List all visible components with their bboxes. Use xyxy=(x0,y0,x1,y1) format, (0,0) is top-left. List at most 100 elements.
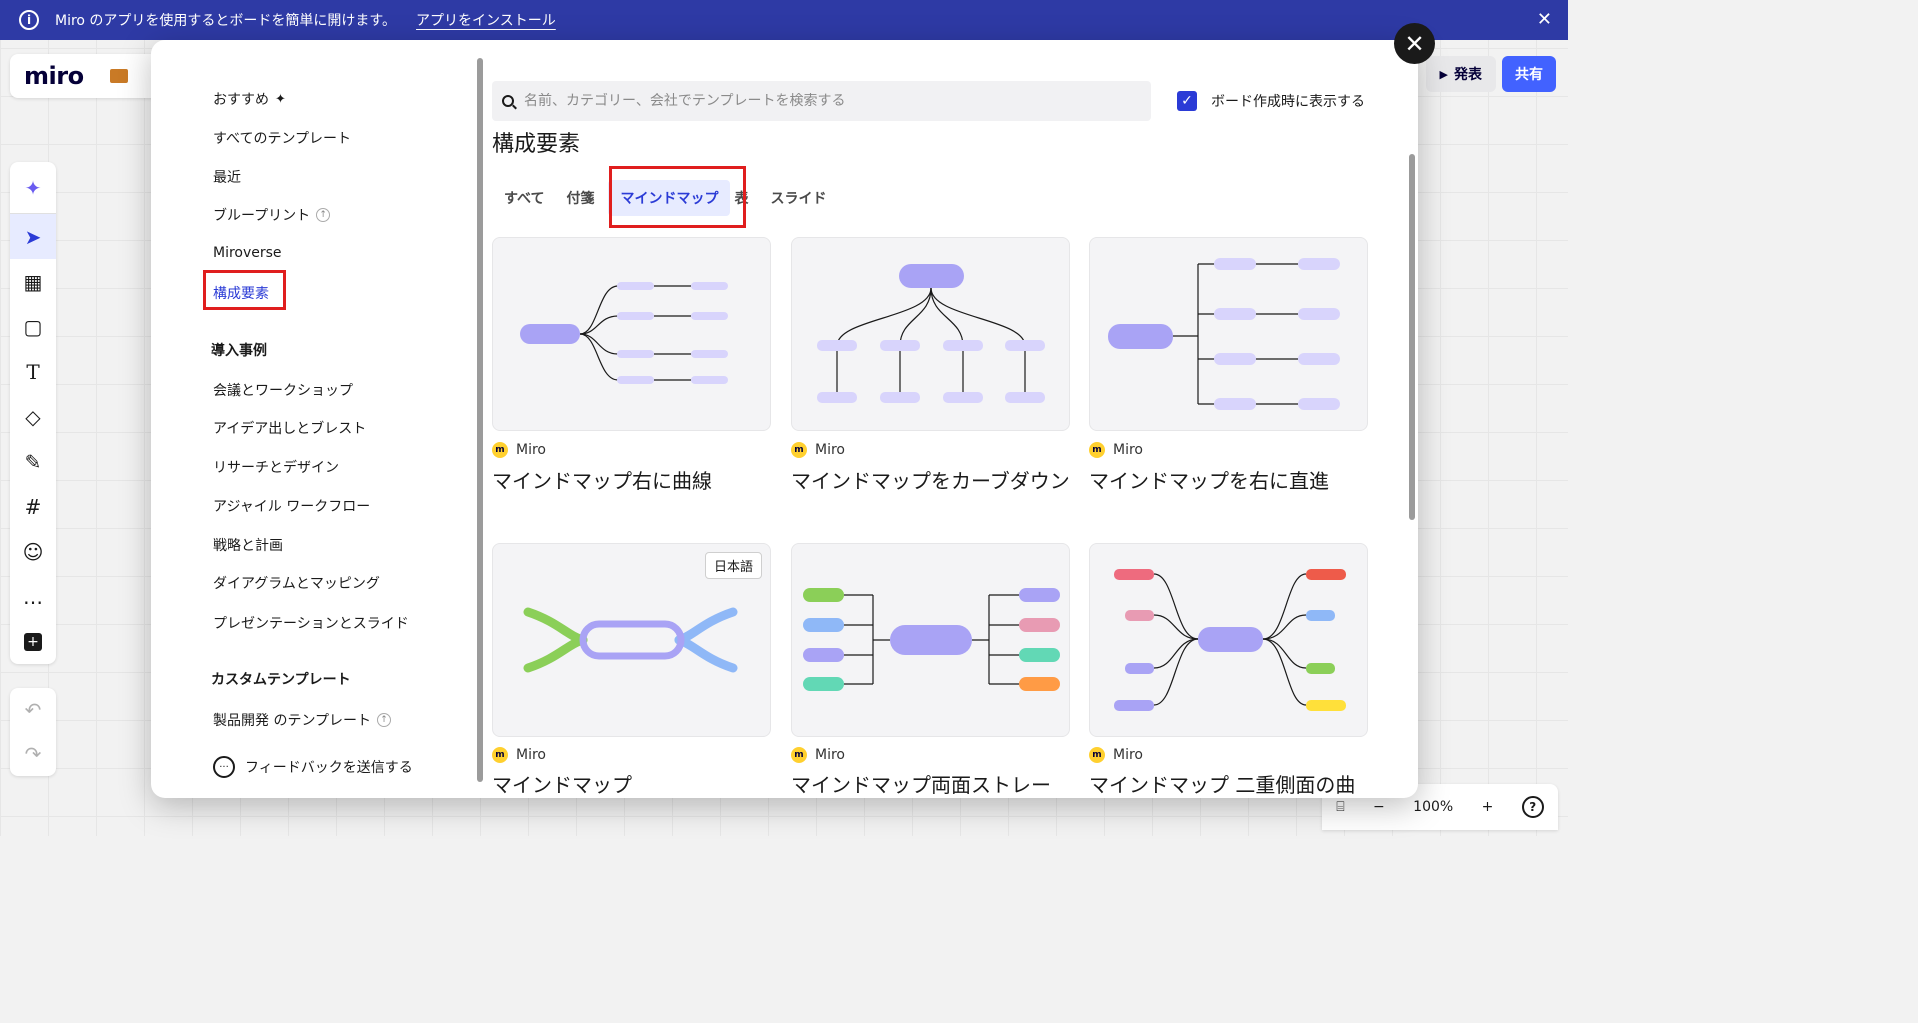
card-title[interactable]: マインドマップ 二重側面の曲 xyxy=(1089,773,1356,797)
zoom-out-icon[interactable]: − xyxy=(1373,799,1385,815)
template-card-1[interactable] xyxy=(492,237,771,431)
tab-slides[interactable]: スライド xyxy=(770,191,827,207)
mind-map-both-sides-straight-preview xyxy=(803,588,1060,691)
card-author-name: Miro xyxy=(1113,442,1143,458)
card-title[interactable]: マインドマップ xyxy=(492,773,632,797)
card-title[interactable]: マインドマップ右に曲線 xyxy=(492,469,712,493)
topbar-actions: ▶発表 共有 xyxy=(1425,56,1556,92)
pen-icon[interactable]: ✎ xyxy=(24,449,42,474)
feedback-link[interactable]: ··· フィードバックを送信する xyxy=(213,756,413,778)
card-author-name: Miro xyxy=(1113,747,1143,763)
miro-author-icon: m xyxy=(1089,747,1105,763)
mind-map-double-sided-curve-preview xyxy=(1114,569,1346,711)
card-author: m Miro xyxy=(1089,442,1143,458)
card-title[interactable]: マインドマップを右に直進 xyxy=(1089,469,1329,493)
miro-author-icon: m xyxy=(1089,442,1105,458)
redo-icon[interactable]: ↷ xyxy=(24,742,42,766)
sidebar-item-brainstorm[interactable]: アイデア出しとブレスト xyxy=(213,421,367,437)
mind-map-straight-right-preview xyxy=(1108,258,1340,410)
modal-close-button[interactable]: ✕ xyxy=(1394,23,1435,64)
sidebar-item-blueprint[interactable]: ブループリント ↑ xyxy=(213,205,331,225)
checkbox-checked-icon[interactable]: ✓ xyxy=(1177,91,1197,111)
sidebar-scrollbar[interactable] xyxy=(477,46,483,794)
templates-icon[interactable]: ▦ xyxy=(23,269,43,294)
install-app-link[interactable]: アプリをインストール xyxy=(416,13,556,29)
zoom-level[interactable]: 100% xyxy=(1413,799,1454,815)
highlight-box-sidebar xyxy=(203,270,286,310)
banner-close-icon[interactable]: ✕ xyxy=(1536,9,1552,30)
search-icon xyxy=(502,95,514,107)
sidebar-item-all-templates[interactable]: すべてのテンプレート xyxy=(213,131,352,147)
miro-author-icon: m xyxy=(492,747,508,763)
sidebar-item-diagrams[interactable]: ダイアグラムとマッピング xyxy=(213,576,380,592)
sidebar-item-product-dev[interactable]: 製品開発 のテンプレート ↑ xyxy=(213,710,392,730)
card-author-name: Miro xyxy=(815,442,845,458)
present-button[interactable]: ▶発表 xyxy=(1425,56,1496,92)
main-scrollbar[interactable] xyxy=(1409,150,1415,520)
text-icon[interactable]: T xyxy=(26,359,40,384)
language-badge: 日本語 xyxy=(704,552,762,579)
miro-author-icon: m xyxy=(791,747,807,763)
shapes-icon[interactable]: ◇ xyxy=(25,404,41,429)
sidebar-item-strategy[interactable]: 戦略と計画 xyxy=(213,538,283,554)
left-toolbar: ✦ ➤ ▦ ▢ T ◇ ✎ # ☺ … + xyxy=(10,162,56,664)
sidebar-item-label: ブループリント xyxy=(213,208,311,224)
sidebar-item-miroverse[interactable]: Miroverse xyxy=(213,245,282,261)
card-author: m Miro xyxy=(492,442,546,458)
add-more-icon[interactable]: + xyxy=(10,619,56,664)
sidebar-item-agile[interactable]: アジャイル ワークフロー xyxy=(213,499,371,515)
banner-message: Miro のアプリを使用するとボードを簡単に開けます。 xyxy=(55,13,397,29)
sticker-icon[interactable]: ☺ xyxy=(22,539,44,564)
show-on-create-option[interactable]: ✓ ボード作成時に表示する xyxy=(1177,91,1365,111)
template-card-4[interactable]: 日本語 xyxy=(492,543,771,737)
frame-icon[interactable]: # xyxy=(24,494,42,519)
sidebar-item-label: 製品開発 のテンプレート xyxy=(213,713,372,729)
miro-logo[interactable]: miro xyxy=(24,62,84,90)
template-card-5[interactable] xyxy=(791,543,1070,737)
folder-icon[interactable] xyxy=(109,69,128,83)
template-card-6[interactable] xyxy=(1089,543,1368,737)
upgrade-icon: ↑ xyxy=(377,713,392,727)
card-title[interactable]: マインドマップ両面ストレー xyxy=(791,773,1051,797)
tab-mind-map[interactable]: マインドマップ xyxy=(608,180,731,216)
sticky-note-icon[interactable]: ▢ xyxy=(23,314,43,339)
card-author: m Miro xyxy=(791,747,845,763)
mind-map-bilateral-preview xyxy=(523,607,738,673)
undo-icon[interactable]: ↶ xyxy=(24,698,42,722)
template-sidebar: おすすめ ✦ すべてのテンプレート 最近 ブループリント ↑ Miroverse… xyxy=(151,40,473,798)
section-heading-cases: 導入事例 xyxy=(211,343,267,359)
sidebar-item-meetings[interactable]: 会議とワークショップ xyxy=(213,383,353,399)
highlight-box-tab xyxy=(609,166,746,228)
ai-sparkle-icon[interactable]: ✦ xyxy=(10,162,56,214)
tab-all[interactable]: すべて xyxy=(504,191,545,207)
info-icon: i xyxy=(19,10,39,30)
comment-icon[interactable]: … xyxy=(23,584,43,609)
app-install-banner: i Miro のアプリを使用するとボードを簡単に開けます。 アプリをインストール… xyxy=(0,0,1568,40)
tab-sticky-notes[interactable]: 付箋 xyxy=(566,191,595,207)
sidebar-item-research[interactable]: リサーチとデザイン xyxy=(213,460,339,476)
help-icon[interactable]: ? xyxy=(1521,796,1544,818)
sidebar-item-building-blocks[interactable]: 構成要素 xyxy=(213,286,269,302)
select-cursor-icon[interactable]: ➤ xyxy=(10,214,56,259)
page-title: 構成要素 xyxy=(492,132,581,157)
card-author-name: Miro xyxy=(815,747,845,763)
miro-author-icon: m xyxy=(492,442,508,458)
undo-redo-bar: ↶ ↷ xyxy=(10,688,56,776)
section-heading-custom: カスタムテンプレート xyxy=(211,672,351,688)
template-card-3[interactable] xyxy=(1089,237,1368,431)
mind-map-right-curve-preview xyxy=(520,282,728,384)
sidebar-item-recommended[interactable]: おすすめ ✦ xyxy=(213,89,286,109)
template-search xyxy=(492,81,1151,121)
sidebar-item-recent[interactable]: 最近 xyxy=(213,170,241,186)
search-input[interactable] xyxy=(524,93,1124,109)
template-card-2[interactable] xyxy=(791,237,1070,431)
share-button[interactable]: 共有 xyxy=(1502,56,1556,92)
sidebar-item-presentations[interactable]: プレゼンテーションとスライド xyxy=(213,616,409,632)
present-label: 発表 xyxy=(1454,67,1482,83)
category-tabs: すべて 付箋 マインドマップ 表 スライド xyxy=(492,180,838,216)
card-author-name: Miro xyxy=(516,442,546,458)
zoom-in-icon[interactable]: + xyxy=(1481,799,1494,815)
card-title[interactable]: マインドマップをカーブダウン xyxy=(791,469,1070,493)
fit-screen-icon[interactable]: ⌸ xyxy=(1336,799,1345,815)
sidebar-item-label: おすすめ xyxy=(213,92,269,108)
